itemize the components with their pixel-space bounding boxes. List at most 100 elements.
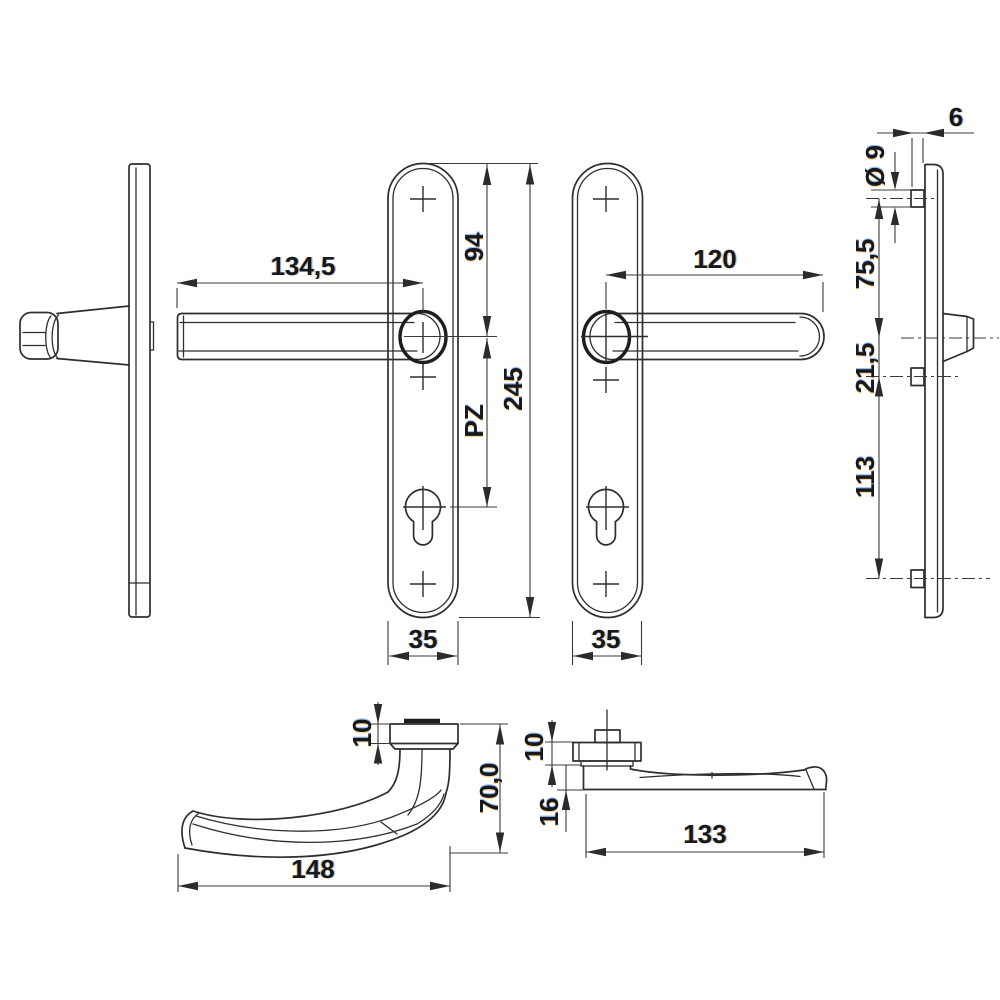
arrowhead <box>403 278 423 288</box>
handle-hub-profile <box>942 312 975 363</box>
rose-side-lines <box>578 741 636 762</box>
dim-label-lever-length: 120 <box>693 244 736 274</box>
view-left-side-profile <box>19 163 155 618</box>
arrowhead <box>373 704 383 724</box>
lever-tip-face <box>181 810 194 849</box>
view-right-side-profile <box>866 163 999 619</box>
arrowhead <box>893 128 913 138</box>
lever-contour-line-2 <box>192 793 445 844</box>
dim-label-lever-length: 148 <box>291 854 334 884</box>
lever-bar-outline <box>612 312 825 361</box>
arrowhead <box>586 847 606 857</box>
dim-label-top-to-handle: 94 <box>459 232 489 261</box>
dim-label-handle-to-peg: 21,5 <box>850 343 880 394</box>
dim-label-pin-protrusion: 6 <box>949 102 963 132</box>
neck-right-edge <box>445 748 451 794</box>
dim-245-lines <box>459 164 540 619</box>
arrowhead <box>389 651 409 661</box>
mid-cross-mark <box>410 364 436 390</box>
bottom-screw-cross-mark <box>410 571 436 597</box>
arrowhead <box>924 128 944 138</box>
arrowhead <box>874 376 884 397</box>
dim-pz-lines <box>450 338 497 508</box>
arrowhead <box>547 765 557 785</box>
dim-133-lines <box>585 792 825 858</box>
arrowhead <box>482 165 492 185</box>
view-lever-side-profile <box>181 718 459 859</box>
lever-bar-outline <box>176 312 418 361</box>
arrowhead <box>804 847 824 857</box>
dim-148-lines <box>177 846 451 892</box>
grip-arc-inner-2 <box>51 314 60 360</box>
arrowhead <box>803 270 823 280</box>
dim-label-lever-length: 134,5 <box>270 251 335 281</box>
arrowhead <box>430 881 450 891</box>
arrowhead <box>547 722 557 742</box>
lever-tip-diagonal <box>805 769 815 790</box>
dim-label-pin-to-handle: 75,5 <box>850 239 880 290</box>
neck-left-edge <box>387 748 401 793</box>
dim-70-lines <box>450 723 508 854</box>
rose-outline <box>389 723 459 745</box>
arrowhead <box>373 743 383 764</box>
lever-surface-arc <box>639 772 801 779</box>
bottom-screw-cross-mark <box>593 571 619 597</box>
dim-120-lines <box>605 274 824 312</box>
backplate-inner-outline <box>576 167 639 614</box>
dimensions-front-left: 134,5 94 245 PZ 35 <box>176 162 540 665</box>
handle-grip-end-cap <box>19 311 59 360</box>
lever-bottom-edge <box>582 765 827 791</box>
arrowhead <box>874 558 884 579</box>
arrowhead <box>890 172 900 190</box>
arrowhead <box>890 207 900 225</box>
dim-label-plate-width: 35 <box>409 624 438 654</box>
lever-tip-upturn <box>803 766 828 791</box>
arrowhead <box>177 278 197 288</box>
handle-neck-taper <box>56 305 130 366</box>
dimensions-front-right: 120 35 <box>571 244 824 665</box>
arrowhead <box>482 338 492 359</box>
grip-arc-inner-1 <box>45 315 52 359</box>
arrowhead <box>561 790 571 810</box>
dim-label-plate-height: 245 <box>498 367 528 410</box>
dim-label-lock-type: PZ <box>459 404 489 437</box>
arrowhead <box>874 199 884 219</box>
neck-inner-line <box>407 748 423 816</box>
rose-flange <box>580 760 634 767</box>
arrowhead <box>525 597 535 617</box>
rose-flange <box>389 742 459 750</box>
lever-top-edge <box>192 791 389 821</box>
arrowhead <box>495 724 505 745</box>
pivot-centerlines <box>581 312 648 362</box>
grip-shading-lines <box>22 331 46 347</box>
lever-tip-inner-arc <box>799 316 821 357</box>
keyhole-cross-mark <box>586 486 629 530</box>
dim-134-lines <box>176 282 424 311</box>
arrowhead <box>178 881 198 891</box>
mid-cross-mark <box>593 367 619 393</box>
view-front-handle-right <box>571 162 825 619</box>
arrowhead <box>874 318 884 338</box>
dim-label-pin-diameter: Ø 9 <box>860 145 890 187</box>
arrowhead <box>495 832 505 853</box>
dim-label-plate-width: 35 <box>592 624 621 654</box>
backplate-edge-outline <box>128 163 151 618</box>
backplate-outer-outline <box>387 162 459 619</box>
lever-joint-line <box>380 821 398 835</box>
spindle-bump <box>149 321 155 351</box>
dim-94-lines <box>404 162 538 338</box>
view-front-handle-left <box>176 162 459 619</box>
lever-bottom-edge <box>184 792 447 859</box>
arrowhead <box>525 164 535 185</box>
arrowhead <box>482 487 492 507</box>
dim-label-peg-spacing: 113 <box>850 456 880 498</box>
dim-label-lever-length: 133 <box>683 819 726 849</box>
keyhole-cross-mark <box>403 486 446 530</box>
backplate-inner-outline <box>392 167 454 614</box>
dim-label-rose-thickness: 10 <box>347 719 377 748</box>
arrowhead <box>482 316 492 336</box>
lever-bar-contour-lines <box>612 321 799 352</box>
backplate-edge-outline <box>924 163 944 619</box>
